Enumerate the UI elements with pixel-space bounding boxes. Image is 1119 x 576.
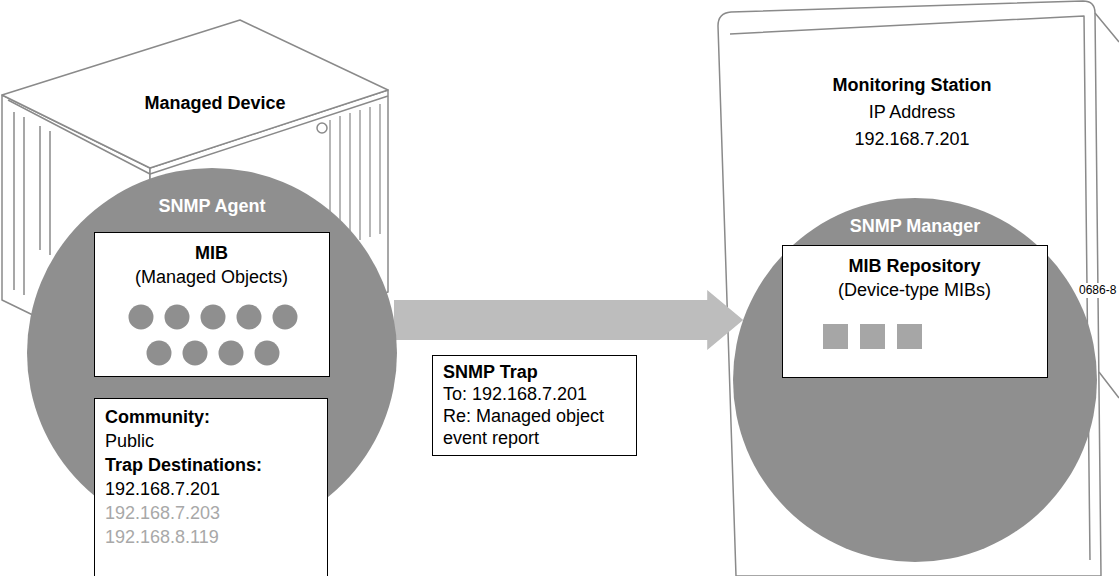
text-group: Monitoring StationIP Address192.168.7.20… <box>812 72 1012 153</box>
text-group: SNMP Agent <box>27 194 397 218</box>
mib-repository-box: MIB Repository(Device-type MIBs) <box>782 245 1048 378</box>
node-heading: MIB Repository <box>783 254 1046 278</box>
node-heading: SNMP Manager <box>733 214 1097 238</box>
node-text: (Managed Objects) <box>95 265 328 289</box>
figure-number: 0686-8 <box>1078 283 1117 298</box>
text-group: SNMP Manager <box>733 214 1097 238</box>
text-group: Community:PublicTrap Destinations:192.16… <box>105 405 317 549</box>
text-group: SNMP TrapTo: 192.168.7.201Re: Managed ob… <box>443 361 628 449</box>
node-text: 192.168.7.201 <box>105 477 317 501</box>
community-box: Community:PublicTrap Destinations:192.16… <box>94 398 328 576</box>
mib-box: MIB(Managed Objects) <box>94 232 330 377</box>
trap-box: SNMP TrapTo: 192.168.7.201Re: Managed ob… <box>432 355 637 456</box>
device-panel-lines <box>14 112 50 295</box>
node-text: IP Address <box>812 99 1012 126</box>
node-text: 192.168.8.119 <box>105 525 317 549</box>
monitor-side <box>1095 13 1119 398</box>
managed-object-dot <box>219 341 244 366</box>
managed-object-dot <box>237 305 262 330</box>
node-text: Trap Destinations: <box>105 453 317 477</box>
node-heading: MIB <box>95 241 328 265</box>
monitor-housing <box>718 1 1101 576</box>
mib-square <box>897 324 922 349</box>
managed-object-dot <box>183 341 208 366</box>
text-group: Managed Device <box>115 91 315 115</box>
managed-object-dot <box>165 305 190 330</box>
managed-object-dot <box>201 305 226 330</box>
monitoring-station: Monitoring StationIP Address192.168.7.20… <box>700 0 1119 190</box>
managed-object-dot <box>255 341 280 366</box>
node-heading: Monitoring Station <box>812 72 1012 99</box>
manager-circle: SNMP ManagerMIB Repository(Device-type M… <box>733 198 1097 562</box>
node-heading: Community: <box>105 405 317 429</box>
node-text: To: 192.168.7.201 <box>443 383 628 405</box>
trap-arrow <box>394 290 743 350</box>
node-text: (Device-type MIBs) <box>783 278 1046 302</box>
device-knob <box>317 123 327 133</box>
managed-object-dot <box>147 341 172 366</box>
node-text: 192.168.7.201 <box>812 126 1012 153</box>
node-text: Public <box>105 429 317 453</box>
agent-circle: SNMP AgentMIB(Managed Objects) Community:… <box>27 168 397 538</box>
managed-object-dot <box>129 305 154 330</box>
node-text: 192.168.7.203 <box>105 501 317 525</box>
mib-square <box>823 324 848 349</box>
node-heading: SNMP Trap <box>443 361 628 383</box>
node-text: Re: Managed object event report <box>443 405 628 449</box>
text-group: MIB(Managed Objects) <box>95 241 328 289</box>
node-heading: Managed Device <box>115 91 315 115</box>
managed-object-dot <box>273 305 298 330</box>
mib-square <box>860 324 885 349</box>
node-heading: SNMP Agent <box>27 194 397 218</box>
text-group: MIB Repository(Device-type MIBs) <box>783 254 1046 302</box>
